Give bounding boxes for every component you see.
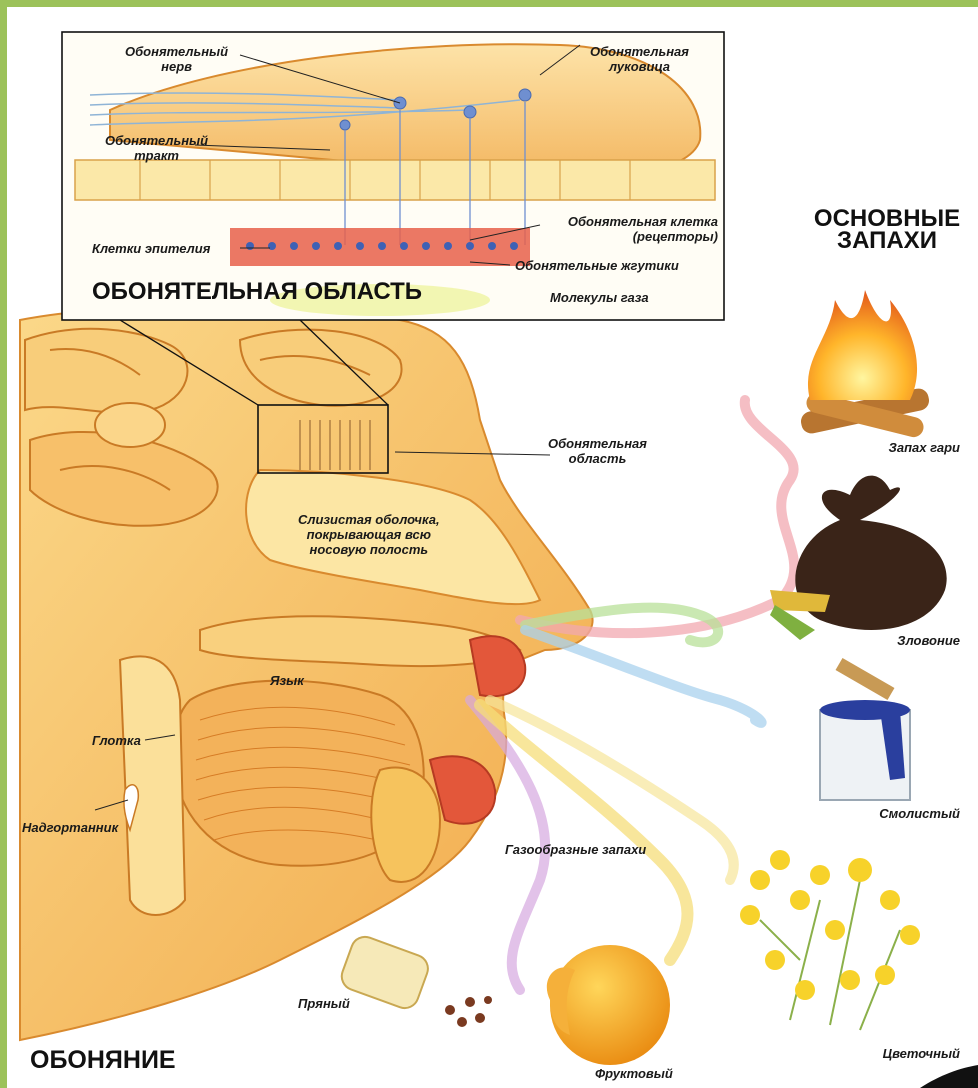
label-mucosa-line1: Слизистая оболочка, [298, 512, 440, 527]
label-gaseous-odors: Газообразные запахи [505, 842, 646, 857]
label-olfactory-bulb-line1: Обонятельная [590, 44, 689, 59]
label-mucosa: Слизистая оболочка, покрывающая всю носо… [298, 512, 440, 557]
label-olfactory-area: Обонятельная область [548, 436, 647, 466]
smells-title: ОСНОВНЫЕ ЗАПАХИ [792, 208, 978, 252]
label-olfactory-cell-line2: (рецепторы) [538, 229, 718, 244]
label-olfactory-tract-line1: Обонятельный [105, 133, 208, 148]
page-title: ОБОНЯНИЕ [30, 1046, 176, 1075]
label-olfactory-nerve: Обонятельный нерв [125, 44, 228, 74]
label-smell-foul: Зловоние [830, 633, 960, 648]
label-olfactory-nerve-line1: Обонятельный [125, 44, 228, 59]
label-olfactory-bulb-line2: луковица [590, 59, 689, 74]
label-epithelium: Клетки эпителия [92, 241, 210, 256]
label-tongue: Язык [270, 673, 304, 688]
label-gas-molecules: Молекулы газа [550, 290, 649, 305]
fire-icon [799, 290, 931, 439]
label-smell-fruity: Фруктовый [595, 1066, 673, 1081]
label-mucosa-line3: носовую полость [298, 542, 440, 557]
label-pharynx: Глотка [92, 733, 141, 748]
label-olfactory-area-line1: Обонятельная [548, 436, 647, 451]
page-corner [920, 1065, 978, 1088]
flower-sprig-icon [740, 850, 920, 1030]
label-olfactory-tract-line2: тракт [105, 148, 208, 163]
label-epiglottis: Надгортанник [22, 820, 118, 835]
label-olfactory-nerve-line2: нерв [125, 59, 228, 74]
label-olfactory-tract: Обонятельный тракт [105, 133, 208, 163]
paint-can-icon [820, 658, 910, 800]
label-olfactory-cell-line1: Обонятельная клетка [538, 214, 718, 229]
smells-title-line2: ЗАПАХИ [792, 230, 978, 252]
label-smell-spicy: Пряный [298, 996, 350, 1011]
olfactory-inset [62, 32, 724, 320]
label-smell-burnt: Запах гари [830, 440, 960, 455]
inset-title: ОБОНЯТЕЛЬНАЯ ОБЛАСТЬ [92, 278, 422, 306]
label-smell-resin: Смолистый [830, 806, 960, 821]
scent-streams [470, 400, 794, 990]
label-mucosa-line2: покрывающая всю [298, 527, 440, 542]
head-section [20, 307, 593, 1040]
label-olfactory-area-line2: область [548, 451, 647, 466]
spice-jar-icon [338, 933, 492, 1027]
label-cilia: Обонятельные жгутики [515, 258, 679, 273]
label-olfactory-bulb: Обонятельная луковица [590, 44, 689, 74]
label-smell-floral: Цветочный [830, 1046, 960, 1061]
orange-icon [547, 945, 670, 1065]
label-olfactory-cell: Обонятельная клетка (рецепторы) [538, 214, 718, 244]
